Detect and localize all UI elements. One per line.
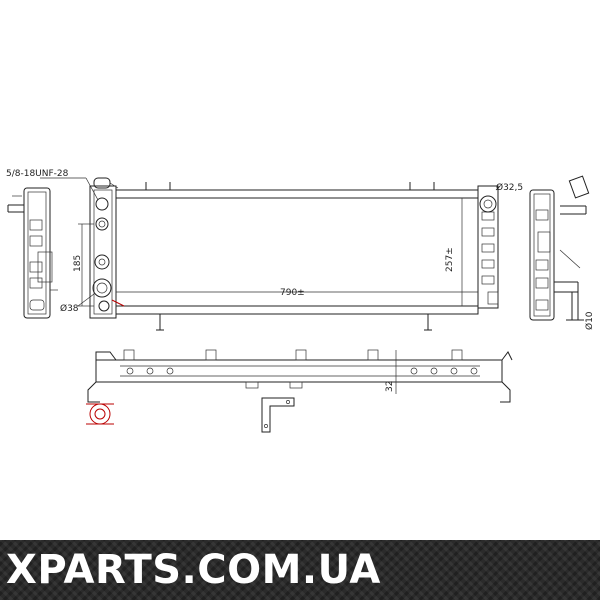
bottom-view <box>86 349 513 433</box>
bottom-dimension-label: 32 <box>385 381 395 392</box>
watermark-text: XPARTS.COM.UA <box>6 547 381 593</box>
left-side-view <box>7 187 58 319</box>
right-side-view <box>529 175 590 321</box>
outlet-port <box>479 195 497 213</box>
thread-label: 5/8-18UNF-28 <box>6 169 69 179</box>
radiator-technical-drawing: 5/8-18UNF-28 790± 257± Ø32,5 Ø38 185 Ø10 <box>6 169 595 433</box>
mounting-bracket <box>261 397 295 433</box>
width-dimension-label: 790± <box>280 288 305 298</box>
inlet-diameter-label: Ø38 <box>60 303 79 314</box>
filler-spacing-label: 185 <box>73 255 83 272</box>
outlet-diameter-label: Ø32,5 <box>496 182 523 193</box>
front-view <box>40 177 501 331</box>
height-dimension-label: 257± <box>445 247 455 272</box>
upper-port <box>95 197 109 211</box>
watermark-banner: XPARTS.COM.UA <box>0 540 600 600</box>
inlet-port <box>92 278 112 298</box>
side-pipe-diameter-label: Ø10 <box>584 311 595 330</box>
inlet-flange <box>89 403 111 425</box>
